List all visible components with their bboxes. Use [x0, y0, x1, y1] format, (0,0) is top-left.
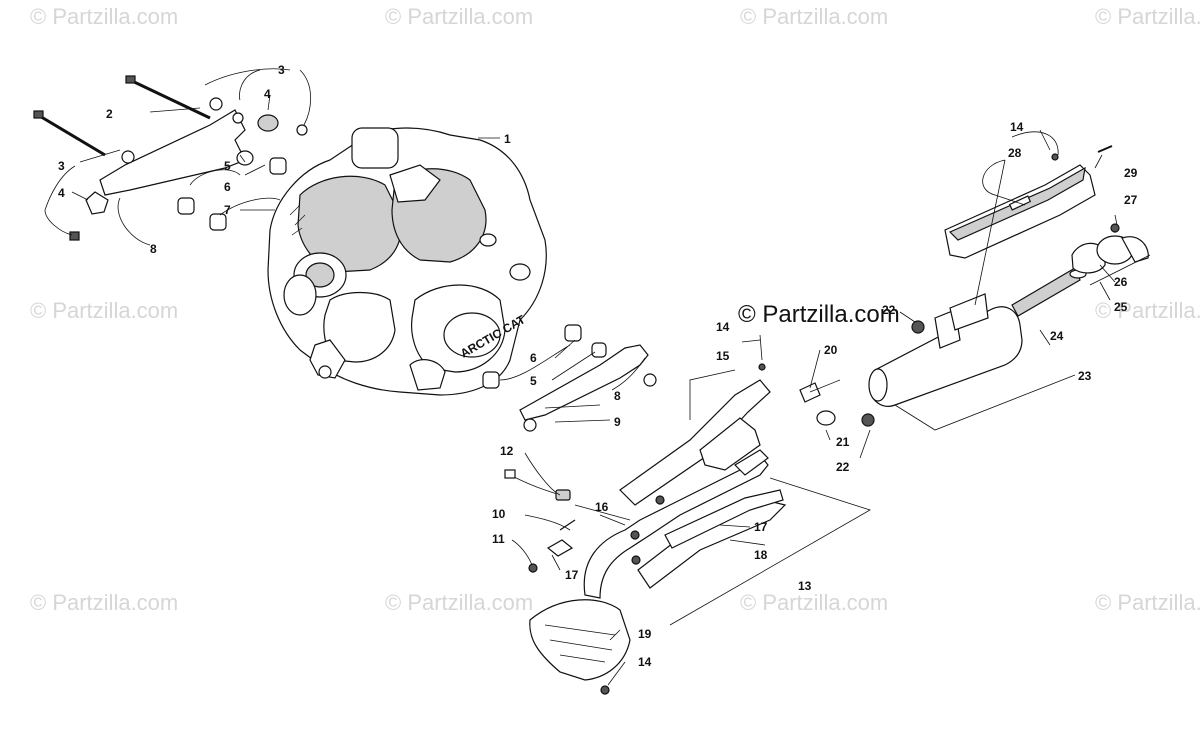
watermark-text: © Partzilla.com: [30, 4, 178, 29]
callout-6[interactable]: 6: [530, 351, 537, 365]
watermark-text: © Partzilla.com: [740, 4, 888, 29]
left-mount-bracket[interactable]: [99, 109, 246, 196]
right-mount-parts[interactable]: [482, 324, 657, 432]
callout-numbers: 1 2 3 3 4 4 5 5 6 6 7 8 8 9 10 11 12 13 …: [58, 63, 1138, 669]
callout-20[interactable]: 20: [824, 343, 838, 357]
callout-22[interactable]: 22: [882, 303, 896, 317]
callout-19[interactable]: 19: [638, 627, 652, 641]
callout-3[interactable]: 3: [278, 63, 285, 77]
watermark-text: © Partzilla.com: [740, 590, 888, 615]
callout-1[interactable]: 1: [504, 132, 511, 146]
watermark-text: © Partzilla.com: [30, 590, 178, 615]
callout-7[interactable]: 7: [224, 203, 231, 217]
callout-25[interactable]: 25: [1114, 300, 1128, 314]
watermark-center-text: © Partzilla.com: [738, 301, 900, 328]
callout-14[interactable]: 14: [638, 655, 652, 669]
callout-14[interactable]: 14: [1010, 120, 1024, 134]
watermarks: © Partzilla.com © Partzilla.com © Partzi…: [30, 4, 1200, 615]
callout-10[interactable]: 10: [492, 507, 506, 521]
header-pipe[interactable]: [583, 449, 769, 599]
callout-8[interactable]: 8: [150, 242, 157, 256]
callout-21[interactable]: 21: [836, 435, 850, 449]
callout-12[interactable]: 12: [500, 444, 514, 458]
o2-sensor[interactable]: [504, 469, 576, 573]
mount-bolts[interactable]: [33, 75, 211, 157]
callout-22[interactable]: 22: [836, 460, 850, 474]
callout-17[interactable]: 17: [565, 568, 579, 582]
callout-28[interactable]: 28: [1008, 146, 1022, 160]
callout-3[interactable]: 3: [58, 159, 65, 173]
callout-13[interactable]: 13: [798, 579, 812, 593]
callout-9[interactable]: 9: [614, 415, 621, 429]
bushings-left[interactable]: [177, 150, 287, 231]
muffler[interactable]: [861, 293, 1023, 427]
leader-lines: [44, 68, 1151, 686]
watermark-text: © Partzilla.com: [385, 4, 533, 29]
spark-arrestor[interactable]: [1011, 223, 1149, 317]
watermark-text: © Partzilla.com: [30, 298, 178, 323]
exhaust-bracket[interactable]: [619, 363, 771, 506]
callout-5[interactable]: 5: [530, 374, 537, 388]
callout-16[interactable]: 16: [595, 500, 609, 514]
callout-24[interactable]: 24: [1050, 329, 1064, 343]
callout-6[interactable]: 6: [224, 180, 231, 194]
heat-shield[interactable]: [944, 145, 1113, 259]
engine-assembly[interactable]: ARCTIC CAT: [267, 127, 547, 396]
clamp-gasket[interactable]: [799, 379, 841, 426]
callout-4[interactable]: 4: [58, 186, 65, 200]
callout-29[interactable]: 29: [1124, 166, 1138, 180]
header-heat-shield[interactable]: [637, 489, 787, 589]
callout-27[interactable]: 27: [1124, 193, 1138, 207]
callout-14[interactable]: 14: [716, 320, 730, 334]
callout-23[interactable]: 23: [1078, 369, 1092, 383]
lower-heat-shield[interactable]: [529, 599, 631, 695]
watermark-text: © Partzilla.com: [1095, 298, 1200, 323]
watermark-text: © Partzilla.com: [1095, 590, 1200, 615]
callout-17[interactable]: 17: [754, 520, 768, 534]
callout-5[interactable]: 5: [224, 159, 231, 173]
callout-18[interactable]: 18: [754, 548, 768, 562]
callout-4[interactable]: 4: [264, 87, 271, 101]
callout-11[interactable]: 11: [492, 532, 505, 546]
nuts-washers-left[interactable]: [69, 97, 308, 241]
callout-2[interactable]: 2: [106, 107, 113, 121]
watermark-text: © Partzilla.com: [385, 590, 533, 615]
callout-15[interactable]: 15: [716, 349, 730, 363]
callout-8[interactable]: 8: [614, 389, 621, 403]
watermark-text: © Partzilla.com: [1095, 4, 1200, 29]
callout-26[interactable]: 26: [1114, 275, 1128, 289]
